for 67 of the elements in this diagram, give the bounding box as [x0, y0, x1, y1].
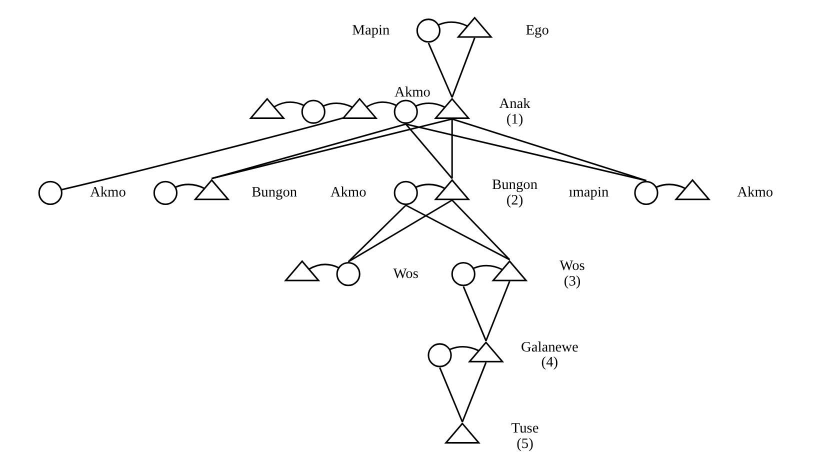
node-label: Bungon	[491, 177, 538, 194]
node-label: (4)	[540, 354, 558, 371]
connector	[438, 367, 463, 422]
node-label: Mapin	[352, 22, 390, 38]
node-label: Anak	[498, 96, 530, 112]
connector	[405, 123, 646, 182]
node-triangle	[193, 178, 230, 200]
connector	[308, 264, 339, 270]
connector	[484, 280, 510, 342]
connector	[273, 101, 304, 108]
node-triangle	[444, 422, 480, 444]
node-circle	[152, 180, 178, 205]
node-circle	[38, 180, 62, 205]
node-triangle	[248, 98, 285, 119]
connector	[60, 117, 344, 190]
connector	[415, 184, 445, 190]
connector	[174, 184, 204, 190]
connector	[347, 204, 406, 262]
node-circle	[427, 343, 452, 368]
node-label: Galanewe	[520, 339, 578, 356]
node-label: (2)	[506, 192, 523, 208]
node-triangle	[341, 98, 378, 119]
connector	[347, 199, 452, 262]
node-label: Akmo	[736, 184, 773, 201]
node-label: Wos	[392, 266, 418, 282]
node-label: ımapin	[568, 184, 608, 201]
node-label: Akmo	[330, 184, 366, 201]
node-circle	[634, 180, 658, 205]
connector	[366, 101, 396, 108]
node-label: (5)	[516, 436, 533, 452]
connector	[461, 362, 486, 422]
node-label: Wos	[559, 258, 584, 274]
connector	[450, 118, 452, 179]
node-circle	[393, 100, 418, 124]
node-label: Akmo	[89, 184, 126, 201]
node-triangle	[491, 260, 528, 282]
node-circle	[450, 262, 475, 286]
node-circle	[336, 262, 360, 286]
node-circle	[393, 180, 418, 205]
node-triangle	[433, 178, 470, 200]
connector	[415, 102, 445, 108]
node-circle	[416, 18, 440, 43]
node-circle	[300, 100, 325, 124]
node-label: Tuse	[510, 420, 538, 436]
node-label: Ego	[525, 22, 548, 38]
node-label: (1)	[506, 111, 523, 128]
node-label: (3)	[563, 274, 580, 290]
node-label: Akmo	[394, 84, 430, 101]
node-triangle	[456, 16, 492, 38]
connector	[462, 286, 486, 342]
connector	[451, 118, 646, 182]
connector	[450, 38, 475, 98]
node-triangle	[467, 341, 504, 362]
connector	[472, 264, 502, 270]
node-triangle	[433, 98, 470, 119]
connector	[438, 21, 468, 27]
node-label: Bungon	[251, 184, 297, 201]
connector	[449, 346, 478, 352]
connector	[211, 118, 452, 180]
connector	[404, 124, 452, 180]
node-triangle	[674, 178, 710, 200]
connector	[427, 42, 452, 98]
node-triangle	[284, 260, 320, 282]
connector	[656, 184, 685, 190]
connector	[322, 102, 352, 108]
connector	[451, 200, 510, 260]
connector	[405, 204, 510, 260]
